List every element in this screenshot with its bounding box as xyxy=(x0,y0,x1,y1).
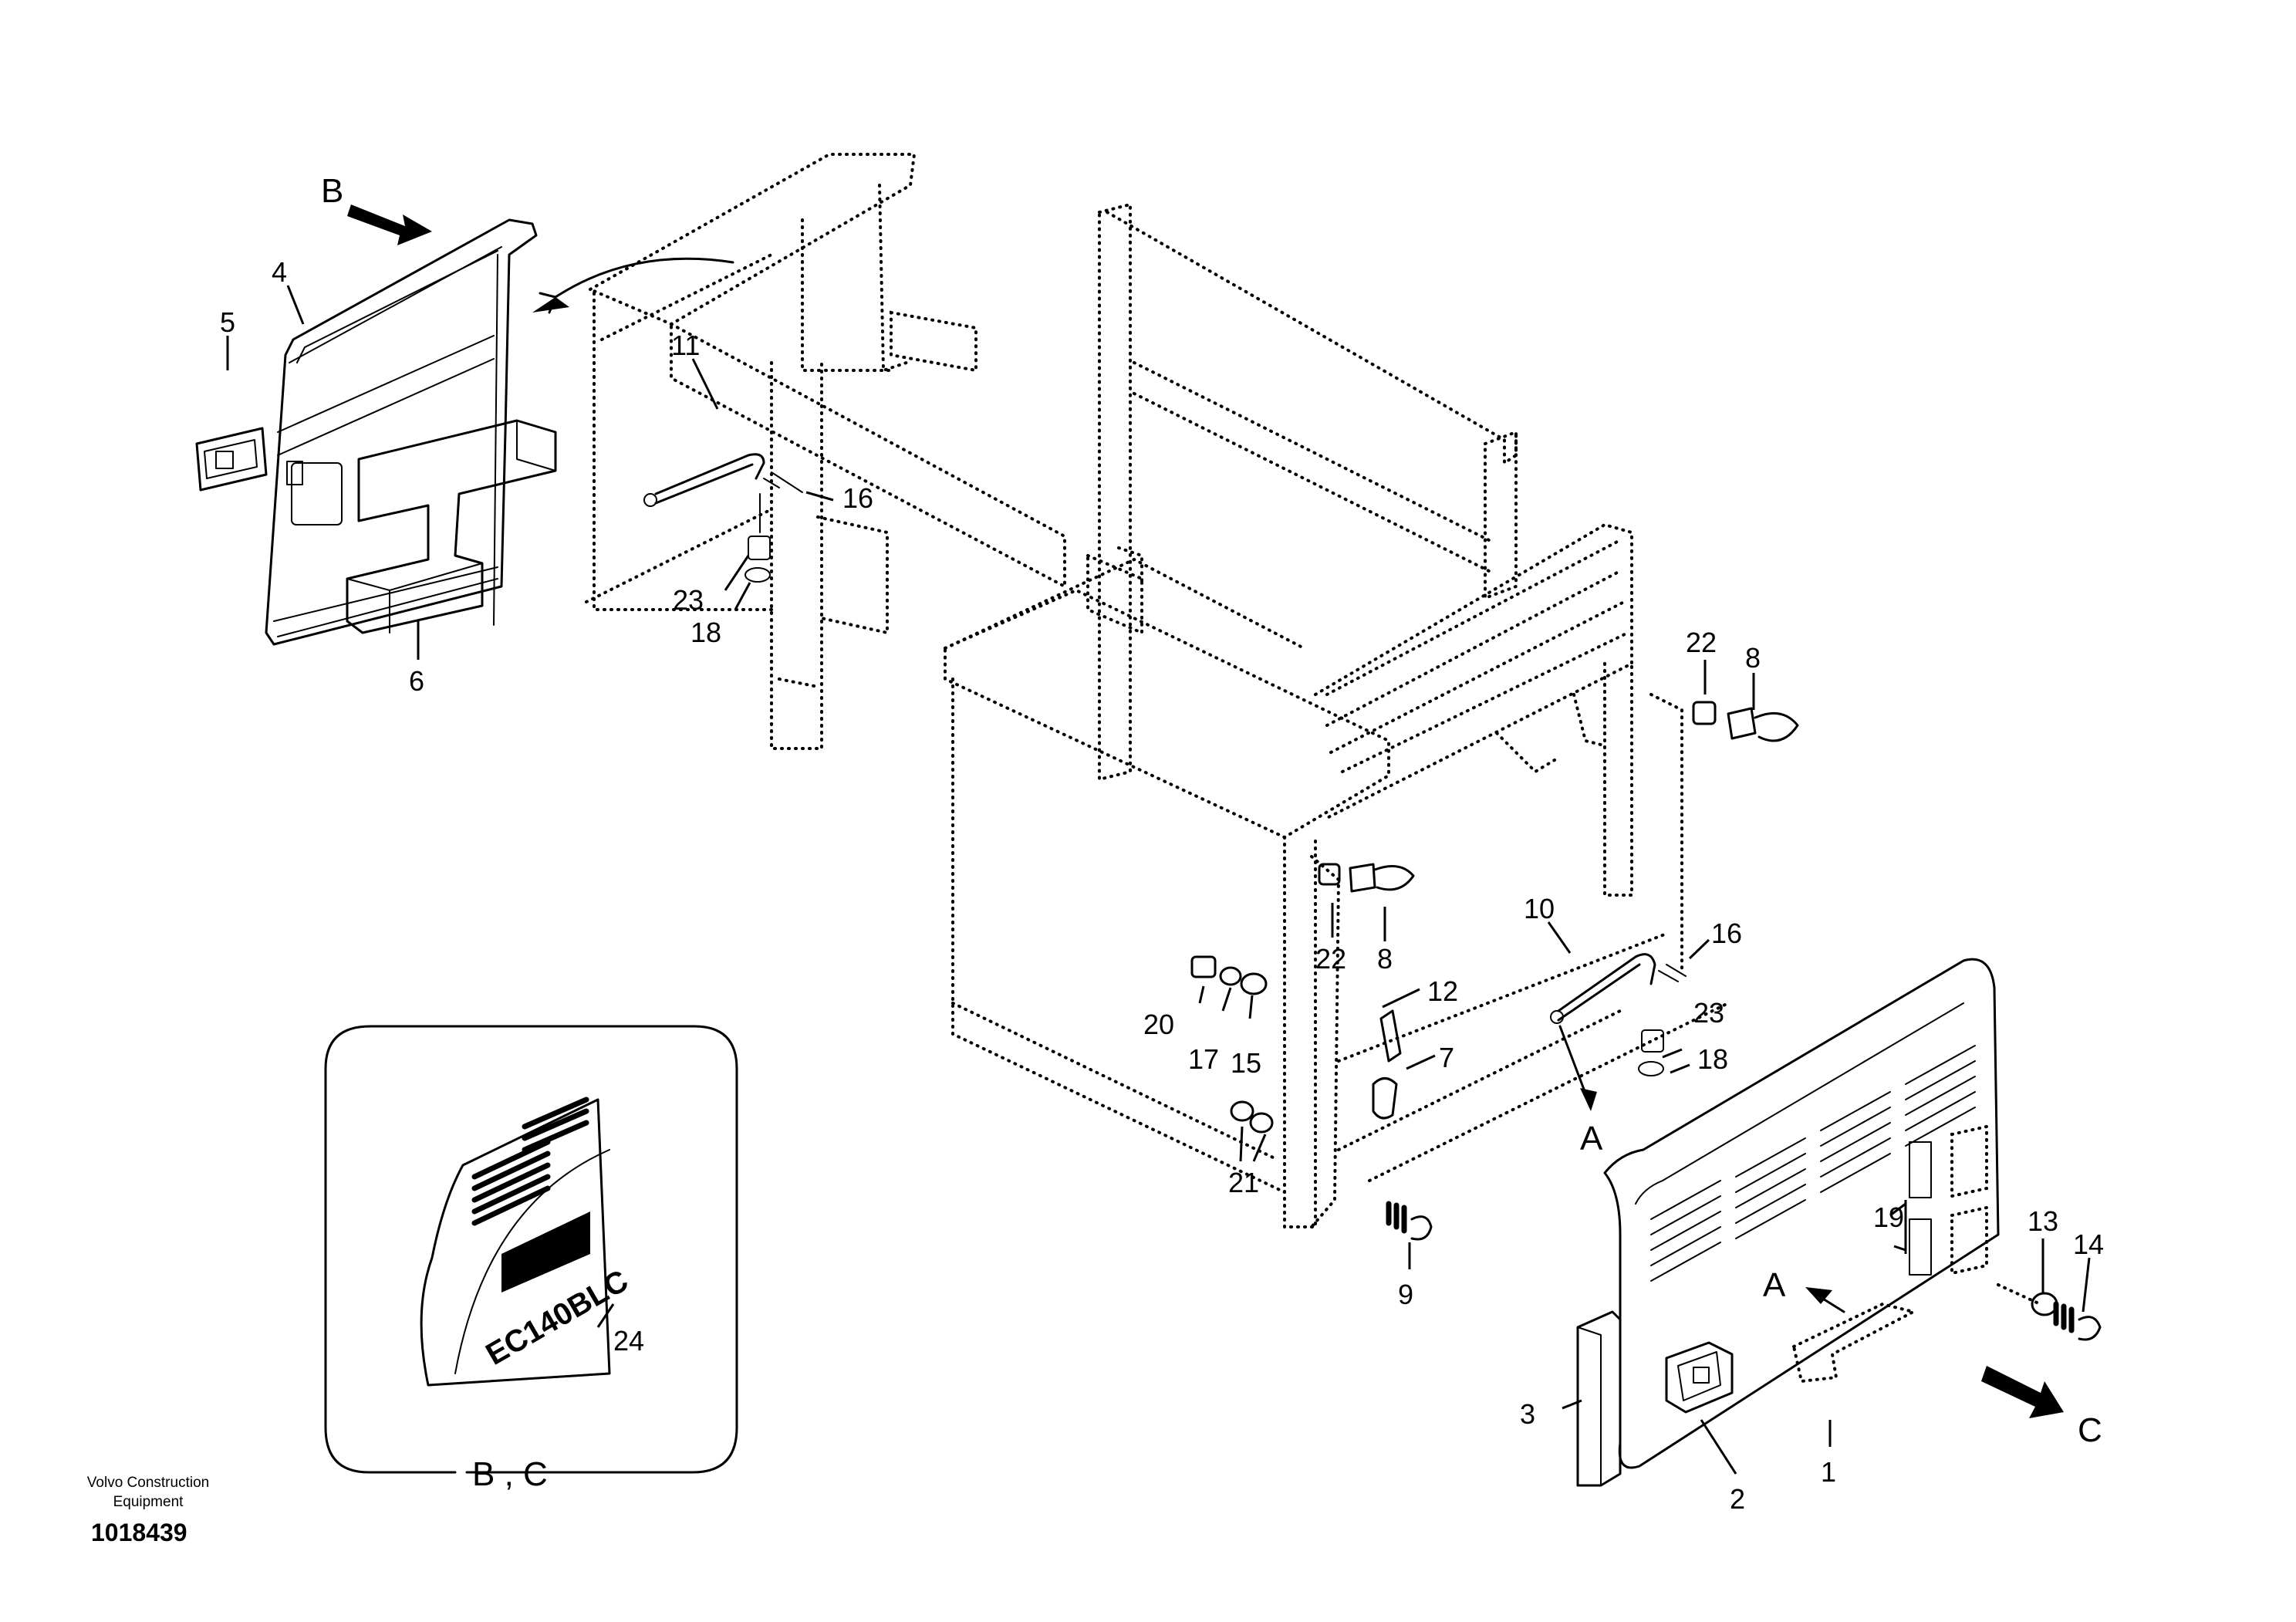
grab-handle-upper xyxy=(643,453,803,583)
callout-7: 7 xyxy=(1439,1042,1454,1073)
company-name-line1: Volvo Construction xyxy=(87,1475,209,1491)
callout-16-upper: 16 xyxy=(842,482,873,514)
callout-20: 20 xyxy=(1143,1009,1174,1040)
bolt-middle xyxy=(1318,863,1415,893)
footer: Volvo Construction Equipment 1018439 xyxy=(87,1475,209,1546)
callout-18-lower: 18 xyxy=(1697,1043,1728,1075)
callout-17: 17 xyxy=(1188,1043,1219,1075)
louvers xyxy=(1650,1045,1976,1282)
company-name-line2: Equipment xyxy=(113,1494,184,1510)
callout-23-upper: 23 xyxy=(673,584,704,616)
detail-caption: B , C xyxy=(472,1455,548,1493)
bolt-upper-right xyxy=(1692,701,1799,742)
callout-15: 15 xyxy=(1231,1047,1261,1079)
view-letters: B C A A B , C xyxy=(321,172,2102,1493)
fasteners-middle xyxy=(1190,955,1433,1241)
door-assembly xyxy=(195,218,734,646)
callout-10: 10 xyxy=(1524,893,1555,924)
callout-8-middle: 8 xyxy=(1377,943,1393,975)
frame-structure xyxy=(585,153,1730,1228)
door-handle xyxy=(195,427,268,492)
side-panel xyxy=(1576,958,2102,1487)
callout-22-middle: 22 xyxy=(1315,943,1346,975)
callout-23-lower: 23 xyxy=(1693,997,1724,1029)
view-letter-a-bottom: A xyxy=(1763,1266,1786,1304)
view-letter-c: C xyxy=(2078,1411,2102,1449)
decal xyxy=(420,1098,611,1387)
view-arrow-b xyxy=(347,204,432,245)
view-letter-a-top: A xyxy=(1580,1120,1603,1157)
panel-latch xyxy=(1665,1341,1734,1414)
callout-5: 5 xyxy=(220,306,235,338)
callout-16-lower: 16 xyxy=(1711,917,1742,949)
callout-labels: 4 5 6 11 16 23 18 22 8 22 8 10 16 12 7 2… xyxy=(220,256,2104,1515)
callout-19: 19 xyxy=(1873,1201,1904,1233)
detail-box-frame xyxy=(324,1025,738,1474)
door-seal xyxy=(346,419,557,634)
door-panel xyxy=(265,218,538,646)
callout-12: 12 xyxy=(1427,975,1458,1007)
callout-13: 13 xyxy=(2028,1205,2058,1237)
decal-grille xyxy=(471,1097,590,1293)
drawing-id: 1018439 xyxy=(91,1519,187,1546)
leader-lines xyxy=(226,285,2091,1475)
callout-1: 1 xyxy=(1821,1456,1836,1488)
callout-3: 3 xyxy=(1520,1398,1535,1430)
callout-18-upper: 18 xyxy=(690,617,721,648)
callout-8-upper: 8 xyxy=(1745,642,1761,674)
door-latch-plate xyxy=(291,462,343,525)
detail-box: EC140BLC xyxy=(324,1025,738,1474)
view-arrow-c xyxy=(1981,1366,2064,1418)
grab-handle-lower xyxy=(1550,953,1687,1111)
callout-24: 24 xyxy=(613,1325,644,1357)
callout-14: 14 xyxy=(2073,1228,2104,1260)
callout-4: 4 xyxy=(272,256,287,288)
view-letter-b: B xyxy=(321,172,343,210)
callout-22-upper: 22 xyxy=(1686,627,1717,658)
side-panel-outline xyxy=(1603,958,2000,1469)
callout-9: 9 xyxy=(1398,1279,1413,1310)
callout-2: 2 xyxy=(1730,1483,1745,1515)
callout-11: 11 xyxy=(671,329,700,361)
callout-21: 21 xyxy=(1228,1167,1259,1198)
panel-seal xyxy=(1576,1310,1622,1487)
callout-6: 6 xyxy=(409,665,424,697)
